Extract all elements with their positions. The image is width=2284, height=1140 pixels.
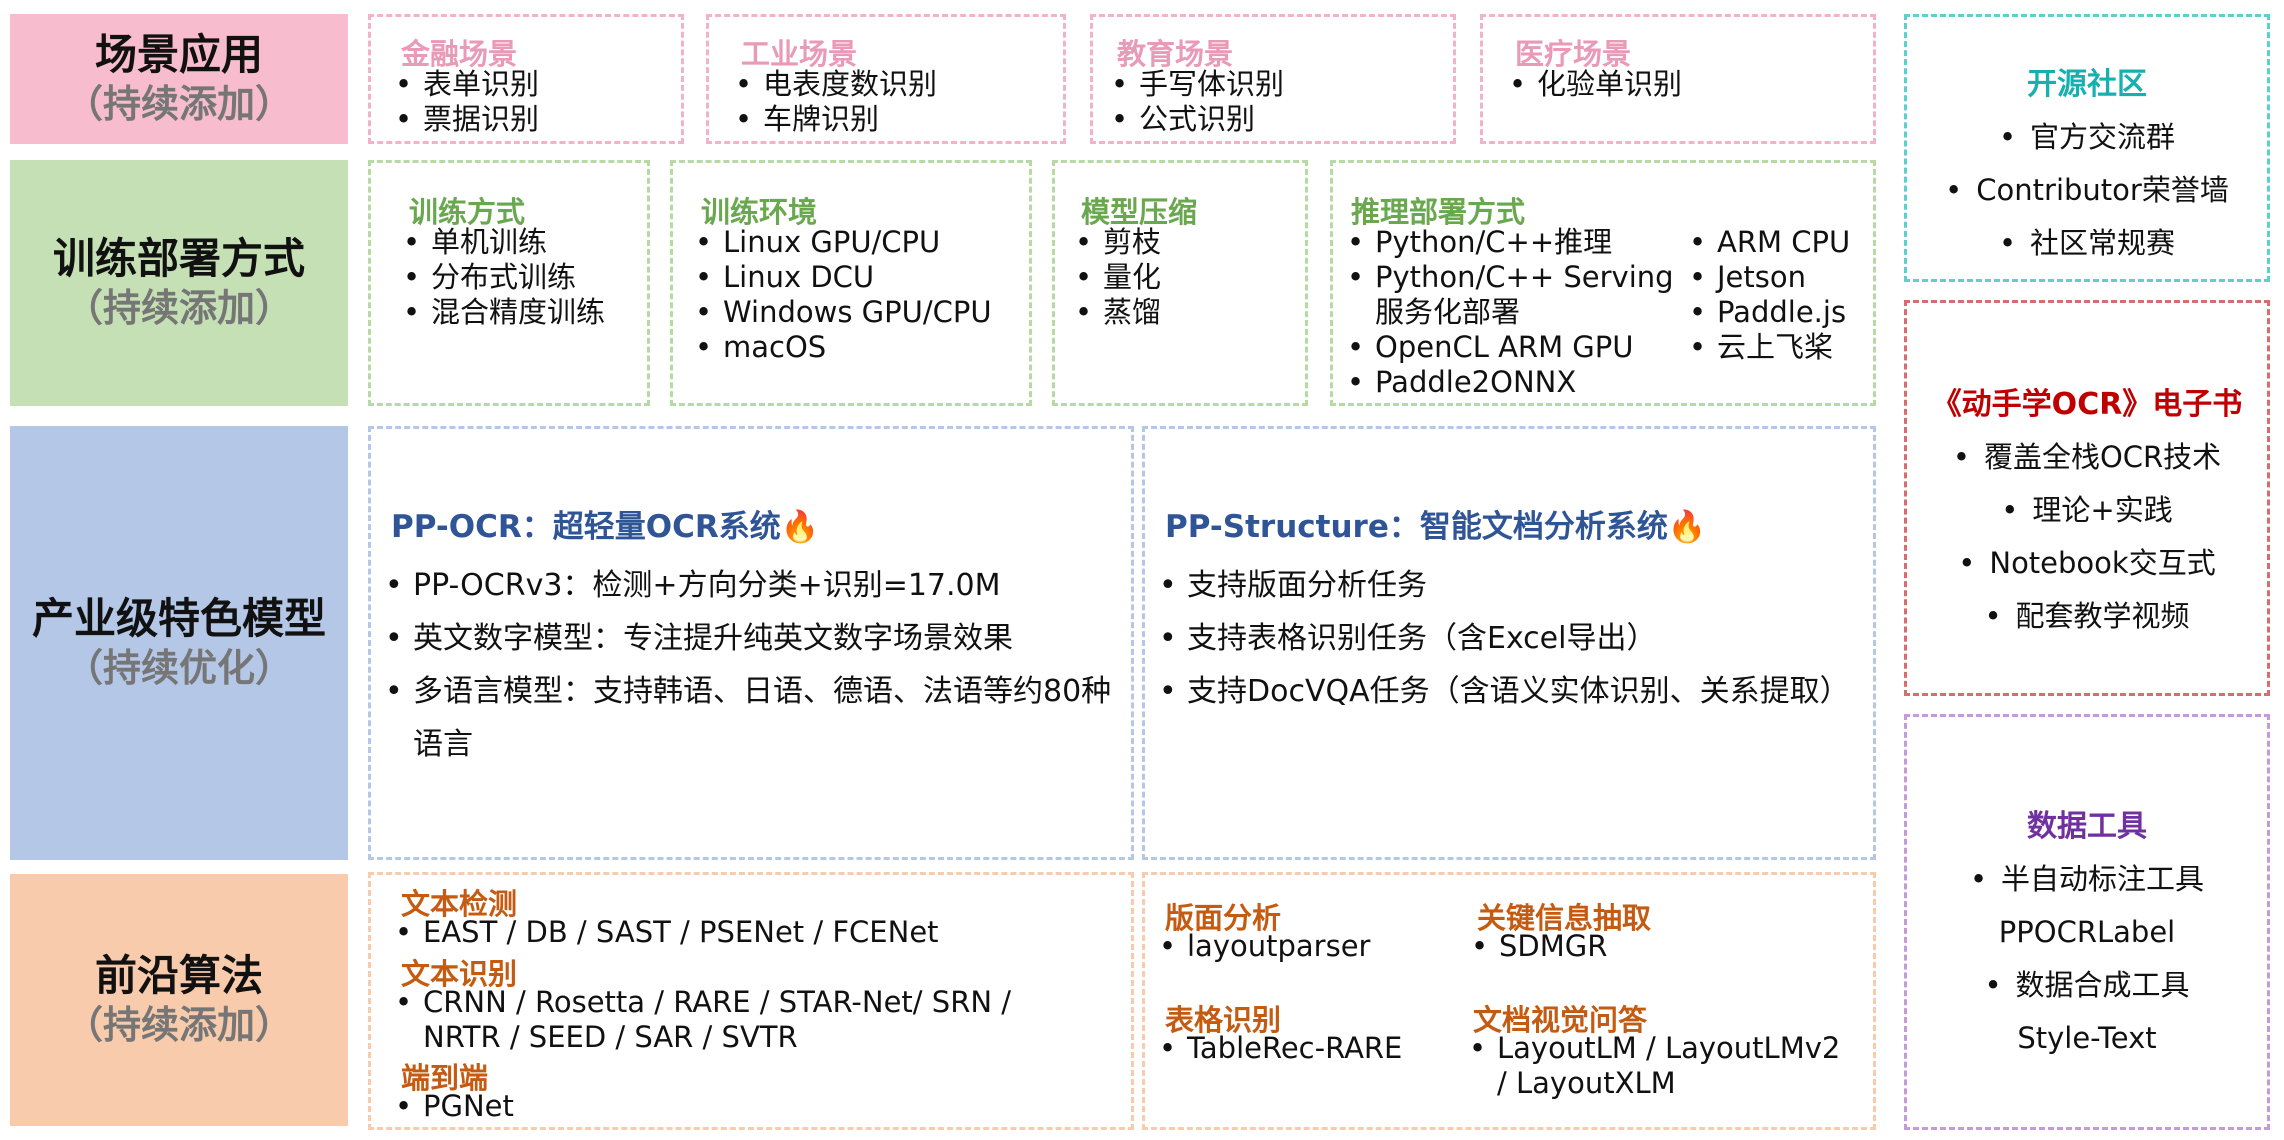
row-label-subtitle: （持续添加） <box>64 286 293 330</box>
model-title-text: PP-OCR：超轻量OCR系统 <box>391 509 781 545</box>
list-item: Jetson <box>1683 260 1850 295</box>
list-item: 服务化部署 <box>1375 295 1521 329</box>
list-item: 云上飞桨 <box>1683 330 1850 365</box>
model-title: PP-Structure：智能文档分析系统🔥 <box>1165 501 1706 546</box>
list-item: OpenCL ARM GPU <box>1341 330 1674 365</box>
scene-box-industry: 工业场景 电表度数识别 车牌识别 <box>706 14 1066 144</box>
list-item: Linux GPU/CPU <box>689 225 992 260</box>
datatools-title: 数据工具 <box>2027 809 2147 844</box>
list-item: 覆盖全栈OCR技术 <box>1907 431 2267 484</box>
list-item: Linux DCU <box>689 260 992 295</box>
list-item: TableRec-RARE <box>1153 1031 1402 1066</box>
list-item: 电表度数识别 <box>729 67 937 102</box>
list-item: Paddle2ONNX <box>1341 365 1674 400</box>
row-label-models: 产业级特色模型 （持续优化） <box>10 426 348 860</box>
training-title: 推理部署方式 <box>1351 195 1526 229</box>
list-item: 社区常规赛 <box>1907 217 2267 270</box>
list-item: 车牌识别 <box>729 102 937 137</box>
training-box-environments: 训练环境 Linux GPU/CPU Linux DCU Windows GPU… <box>670 160 1032 406</box>
list-item: 单机训练 <box>397 225 605 260</box>
list-item: / LayoutXLM <box>1497 1066 1676 1100</box>
model-title: PP-OCR：超轻量OCR系统🔥 <box>391 501 819 546</box>
scene-title: 金融场景 <box>401 37 518 71</box>
list-item: PPOCRLabel <box>1998 915 2176 949</box>
list-item: 分布式训练 <box>397 260 605 295</box>
model-title-text: PP-Structure：智能文档分析系统 <box>1165 509 1668 545</box>
list-item: 数据合成工具 <box>1907 959 2267 1012</box>
scene-box-medical: 医疗场景 化验单识别 <box>1480 14 1876 144</box>
list-item: 支持版面分析任务 <box>1153 559 1850 612</box>
row-label-subtitle: （持续添加） <box>64 82 293 126</box>
scene-title: 医疗场景 <box>1515 37 1632 71</box>
list-item: 剪枝 <box>1069 225 1161 260</box>
list-item: 支持表格识别任务（含Excel导出） <box>1153 612 1850 665</box>
list-item: ARM CPU <box>1683 225 1850 260</box>
row-label-training: 训练部署方式 （持续添加） <box>10 160 348 406</box>
list-item: 官方交流群 <box>1907 111 2267 164</box>
training-title: 训练环境 <box>701 195 818 229</box>
row-label-title: 产业级特色模型 <box>31 594 326 643</box>
community-title: 开源社区 <box>2027 67 2147 102</box>
row-label-title: 训练部署方式 <box>52 234 305 283</box>
row-label-subtitle: （持续添加） <box>64 1003 293 1047</box>
list-item: Python/C++ Serving <box>1341 260 1674 295</box>
training-title: 训练方式 <box>409 195 526 229</box>
ebook-box: 《动手学OCR》电子书 覆盖全栈OCR技术 理论+实践 Notebook交互式 … <box>1904 300 2270 696</box>
algorithm-box-document: 版面分析 layoutparser 关键信息抽取 SDMGR 表格识别 Tabl… <box>1142 872 1876 1130</box>
list-item: 多语言模型：支持韩语、日语、德语、法语等约80种语言 <box>379 665 1119 771</box>
community-box: 开源社区 官方交流群 Contributor荣誉墙 社区常规赛 <box>1904 14 2270 282</box>
list-item: 表单识别 <box>389 67 539 102</box>
scene-title: 工业场景 <box>741 37 858 71</box>
algorithm-box-ocr: 文本检测 EAST / DB / SAST / PSENet / FCENet … <box>368 872 1134 1130</box>
list-item: 蒸馏 <box>1069 295 1161 330</box>
list-item: 混合精度训练 <box>397 295 605 330</box>
training-box-methods: 训练方式 单机训练 分布式训练 混合精度训练 <box>368 160 650 406</box>
list-item: 手写体识别 <box>1105 67 1284 102</box>
list-item: 公式识别 <box>1105 102 1284 137</box>
training-box-deployment: 推理部署方式 Python/C++推理 Python/C++ Serving 服… <box>1330 160 1876 406</box>
list-item: PP-OCRv3：检测+方向分类+识别=17.0M <box>379 559 1119 612</box>
list-item: EAST / DB / SAST / PSENet / FCENet <box>389 915 939 950</box>
list-item: NRTR / SEED / SAR / SVTR <box>423 1020 798 1054</box>
row-label-title: 前沿算法 <box>94 951 263 1000</box>
training-box-compression: 模型压缩 剪枝 量化 蒸馏 <box>1052 160 1308 406</box>
list-item: Notebook交互式 <box>1907 537 2267 590</box>
list-item: 化验单识别 <box>1503 67 1682 102</box>
list-item: 量化 <box>1069 260 1161 295</box>
fire-icon: 🔥 <box>780 509 820 545</box>
model-box-ppocr: PP-OCR：超轻量OCR系统🔥 PP-OCRv3：检测+方向分类+识别=17.… <box>368 426 1134 860</box>
list-item: Python/C++推理 <box>1341 225 1674 260</box>
ebook-title: 《动手学OCR》电子书 <box>1931 387 2243 422</box>
scene-box-education: 教育场景 手写体识别 公式识别 <box>1090 14 1456 144</box>
list-item: CRNN / Rosetta / RARE / STAR-Net/ SRN / <box>389 985 1011 1020</box>
list-item: Contributor荣誉墙 <box>1907 164 2267 217</box>
list-item: 支持DocVQA任务（含语义实体识别、关系提取） <box>1153 665 1850 718</box>
list-item: PGNet <box>389 1089 514 1124</box>
list-item: LayoutLM / LayoutLMv2 <box>1463 1031 1840 1066</box>
list-item: Windows GPU/CPU <box>689 295 992 330</box>
list-item: 英文数字模型：专注提升纯英文数字场景效果 <box>379 612 1119 665</box>
list-item: SDMGR <box>1465 929 1607 964</box>
list-item: layoutparser <box>1153 929 1370 964</box>
row-label-algorithms: 前沿算法 （持续添加） <box>10 874 348 1126</box>
row-label-subtitle: （持续优化） <box>64 646 293 690</box>
row-label-scenarios: 场景应用 （持续添加） <box>10 14 348 144</box>
fire-icon: 🔥 <box>1667 509 1707 545</box>
list-item: Paddle.js <box>1683 295 1850 330</box>
training-title: 模型压缩 <box>1081 195 1198 229</box>
model-box-ppstructure: PP-Structure：智能文档分析系统🔥 支持版面分析任务 支持表格识别任务… <box>1142 426 1876 860</box>
list-item: 理论+实践 <box>1907 484 2267 537</box>
list-item: 票据识别 <box>389 102 539 137</box>
datatools-box: 数据工具 半自动标注工具 PPOCRLabel 数据合成工具 Style-Tex… <box>1904 714 2270 1130</box>
scene-title: 教育场景 <box>1117 37 1234 71</box>
scene-box-finance: 金融场景 表单识别 票据识别 <box>368 14 684 144</box>
list-item: macOS <box>689 330 992 365</box>
list-item: Style-Text <box>2017 1021 2157 1055</box>
list-item: 半自动标注工具 <box>1907 853 2267 906</box>
row-label-title: 场景应用 <box>94 30 263 79</box>
list-item: 配套教学视频 <box>1907 590 2267 643</box>
